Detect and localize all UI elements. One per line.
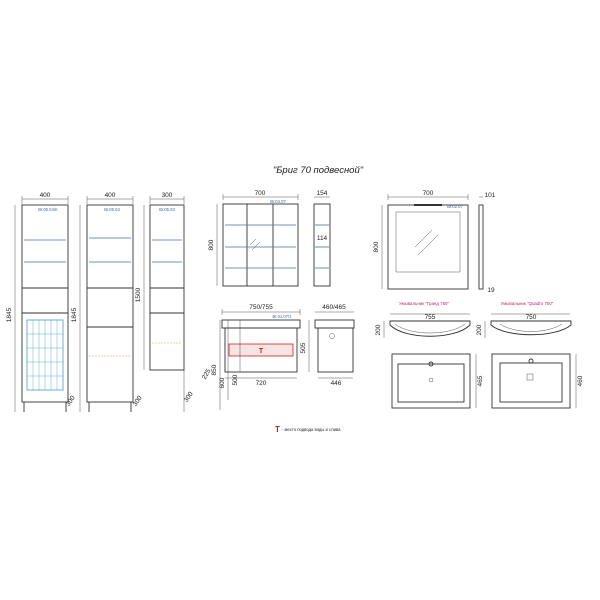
mirror-cabinet-depth: 154 [317, 190, 328, 197]
vanity-small: 225 [201, 367, 213, 380]
mirror-code: Br.02.07 [447, 204, 463, 209]
tall-cabinet-2-height: 1845 [71, 307, 78, 322]
sink-quadro-depth: 460 [577, 375, 584, 386]
narrow-cabinet-width: 300 [162, 192, 173, 199]
laundry-basket [26, 319, 64, 391]
vanity-front: 750/755 Br.01.07/1 T 720 500 600 850 225 [201, 304, 301, 410]
mirror-height: 800 [373, 241, 380, 252]
mirror-cabinet-height: 800 [208, 239, 215, 250]
mirror: 700 Br.02.07 800 101 19 [373, 190, 496, 294]
mirror-bottom: 19 [487, 287, 495, 294]
drawing-title: "Бриг 70 подвесной" [273, 165, 364, 176]
narrow-cabinet-leg: 300 [183, 390, 195, 403]
vanity-water-marker: T [259, 348, 264, 355]
sink-quadro-caption: Умывальник "Quadro 750" [501, 301, 554, 306]
tall-cabinet-2: 400 Br.05.04 1845 300 [71, 192, 144, 412]
narrow-cabinet-code: Br.05.03 [159, 207, 175, 212]
tall-cabinet-2-code: Br.05.04 [104, 207, 120, 212]
vanity-h-body: 500 [232, 374, 239, 385]
vanity-code: Br.01.07/1 [272, 314, 292, 319]
vanity-depth: 460/465 [322, 304, 346, 311]
sink-grand-caption: Умывальник "Гранд 750" [399, 301, 449, 306]
legend-text: - место подвода воды и слива [282, 427, 341, 432]
tall-cabinet-1-width: 400 [40, 192, 51, 199]
legend-symbol: T [275, 425, 280, 434]
tall-cabinet-1: 400 Br.05.04/K 1845 300 [6, 192, 77, 412]
vanity-side: 460/465 446 505 [300, 304, 355, 387]
sink-quadro: Умывальник "Quadro 750" 750 200 460 [476, 301, 584, 409]
vanity-sink-height: 505 [300, 342, 307, 353]
sink-grand: Умывальник "Гранд 750" 755 200 465 [375, 301, 484, 409]
legend: T - место подвода воды и слива [275, 425, 341, 434]
vanity-h-side: 600 [219, 377, 226, 388]
tall-cabinet-1-height: 1845 [6, 307, 13, 322]
vanity-width: 750/755 [249, 304, 273, 311]
sink-quadro-height: 200 [476, 324, 483, 335]
mirror-cabinet: 700 Br.04.07 800 [208, 190, 299, 287]
mirror-cabinet-code: Br.04.07 [270, 199, 286, 204]
tall-cabinet-1-code: Br.05.04/K [38, 207, 58, 212]
narrow-cabinet: 300 Br.05.03 1500 300 [135, 192, 195, 412]
tall-cabinet-1-leg: 300 [65, 394, 77, 407]
sink-grand-width: 755 [425, 314, 436, 321]
sink-quadro-width: 750 [526, 314, 537, 321]
narrow-cabinet-height: 1500 [135, 287, 142, 302]
sink-grand-depth: 465 [477, 375, 484, 386]
mirror-cabinet-width: 700 [255, 190, 266, 197]
tall-cabinet-2-leg: 300 [132, 394, 144, 407]
vanity-h-total: 850 [211, 364, 218, 375]
sink-grand-height: 200 [375, 324, 382, 335]
vanity-inner-width: 720 [256, 380, 267, 387]
mirror-width: 700 [423, 190, 434, 197]
mirror-cabinet-side: 154 114 [313, 190, 331, 287]
tall-cabinet-2-width: 400 [105, 192, 116, 199]
mirror-cabinet-inner: 114 [317, 235, 328, 242]
mirror-depth: 101 [485, 192, 496, 199]
vanity-inner-depth: 446 [331, 380, 342, 387]
